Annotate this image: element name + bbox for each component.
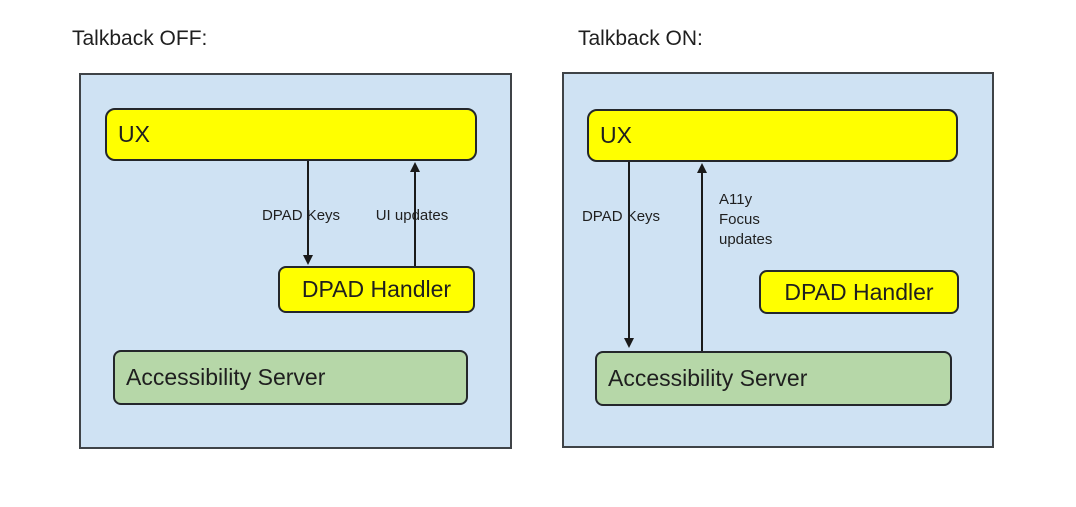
a11y-focus-updates-label: A11y Focus updates: [719, 191, 773, 248]
ux-box: UX: [105, 108, 477, 161]
ux-box: UX: [587, 109, 958, 162]
dpad-handler-box: DPAD Handler: [278, 266, 475, 313]
dpad-keys-label: DPAD Keys: [261, 207, 341, 224]
arrow-up-icon: [697, 163, 707, 173]
ux-box-label: UX: [118, 121, 150, 147]
accessibility-server-box: Accessibility Server: [595, 351, 952, 406]
talkback-on-panel: UX DPAD Keys A11y Focus updates DPAD Han…: [562, 72, 994, 448]
dpad-handler-box: DPAD Handler: [759, 270, 959, 314]
talkback-off-panel: UX DPAD Keys UI updates DPAD Handler Acc…: [79, 73, 512, 449]
talkback-on-title: Talkback ON:: [578, 27, 703, 50]
accessibility-server-box-label: Accessibility Server: [608, 365, 808, 391]
dpad-keys-label: DPAD Keys: [581, 208, 661, 225]
ux-box-label: UX: [600, 122, 632, 148]
dpad-handler-box-label: DPAD Handler: [784, 278, 934, 305]
arrow-up-icon: [410, 162, 420, 172]
arrow-down-icon: [624, 338, 634, 348]
ui-updates-label: UI updates: [375, 207, 449, 224]
arrow-down-icon: [303, 255, 313, 265]
accessibility-server-box-label: Accessibility Server: [126, 364, 326, 390]
accessibility-server-box: Accessibility Server: [113, 350, 468, 405]
dpad-handler-box-label: DPAD Handler: [301, 276, 452, 302]
talkback-off-title: Talkback OFF:: [72, 27, 208, 50]
